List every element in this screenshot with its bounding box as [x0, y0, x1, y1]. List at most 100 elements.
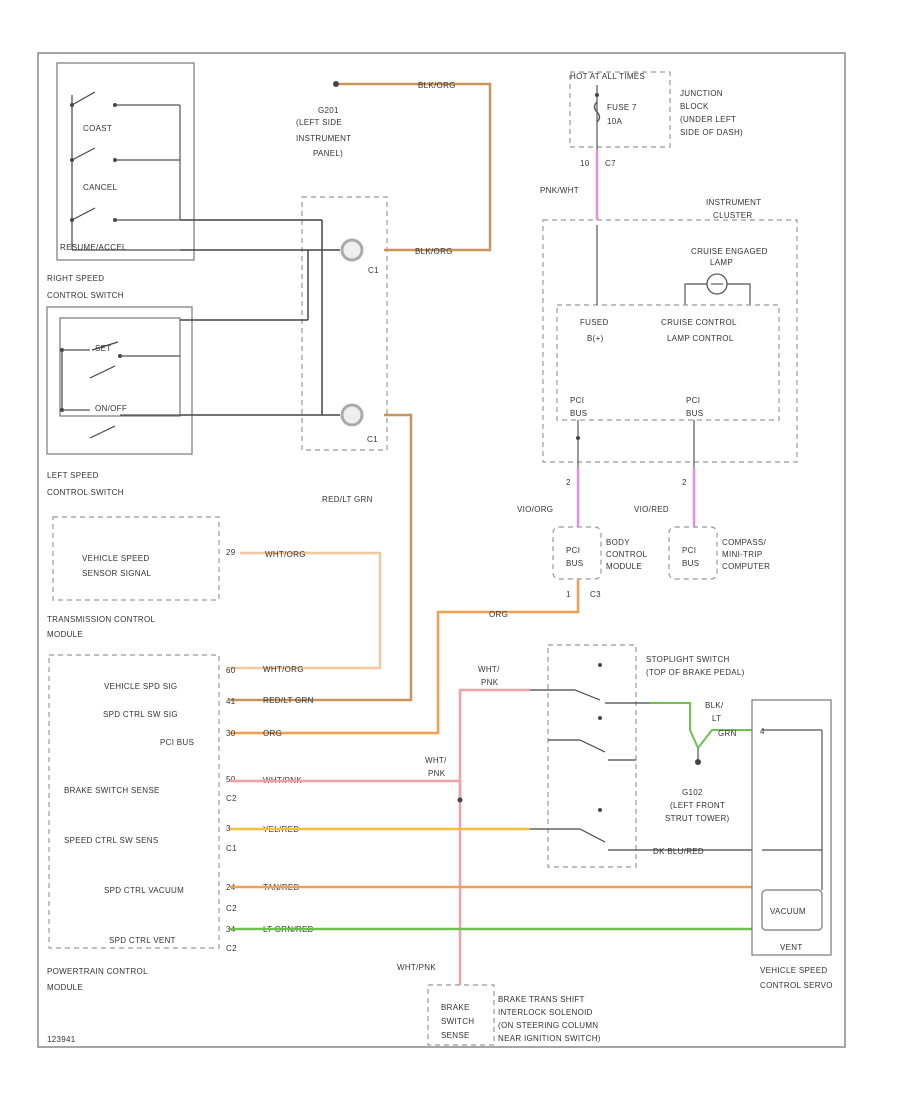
pnk-wht-label: PNK/WHT [540, 186, 579, 195]
ctm-pci-label-2: BUS [682, 559, 699, 568]
c1-bottom-label: C1 [367, 435, 378, 444]
transmission-control-module-box [52, 516, 220, 601]
wht-pnk-label-1: WHT/ [478, 665, 500, 674]
pin-50-label: 50 [226, 775, 236, 784]
coast-label: COAST [83, 124, 112, 133]
g201-label-4: PANEL) [313, 149, 343, 158]
org-pci-wire [230, 579, 580, 735]
right-speed-control-switch-box [56, 62, 195, 261]
servo-pin-label: 4 [760, 727, 765, 736]
btsi-label-3: (ON STEERING COLUMN [498, 1021, 598, 1030]
corner-id-label: 123941 [47, 1035, 76, 1044]
instrument-cluster-label-2: CLUSTER [713, 211, 752, 220]
c3-label: C3 [590, 590, 601, 599]
brake-sense-label-3: SENSE [441, 1031, 470, 1040]
blk-lt-grn-label-1: BLK/ [705, 701, 724, 710]
c3-pin-label: 1 [566, 590, 571, 599]
wht-pnk-label-2: WHT/ [425, 756, 447, 765]
bcm-label-1: BODY [606, 538, 630, 547]
cluster-inner-box [556, 304, 780, 421]
pnk-label-2: PNK [428, 769, 446, 778]
cancel-label: CANCEL [83, 183, 118, 192]
resume-accel-label: RESUME/ACCEL [60, 243, 127, 252]
left-switch-label-1: LEFT SPEED [47, 471, 99, 480]
fused-label-2: B(+) [587, 334, 604, 343]
servo-label-2: CONTROL SERVO [760, 981, 833, 990]
spd-ctrl-sw-sig-label: SPD CTRL SW SIG [103, 710, 178, 719]
pci-label-1: PCI [570, 396, 584, 405]
red-lt-grn-wire [230, 413, 413, 702]
stoplight-contacts [530, 663, 752, 851]
set-label: SET [95, 344, 111, 353]
pin-30-label: 30 [226, 729, 236, 738]
c1-top-label: C1 [368, 266, 379, 275]
instrument-cluster-label-1: INSTRUMENT [706, 198, 761, 207]
blk-lt-grn-label-3: GRN [718, 729, 737, 738]
right-switch-label-2: CONTROL SWITCH [47, 291, 124, 300]
g201-label-2: (LEFT SIDE [296, 118, 342, 127]
brake-sense-label-1: BRAKE [441, 1003, 470, 1012]
pci-bus-label: PCI BUS [160, 738, 194, 747]
speed-control-servo-box [751, 699, 832, 956]
on-off-label: ON/OFF [95, 404, 127, 413]
wht-org-wire [230, 551, 382, 670]
instrument-cluster-box [542, 219, 798, 463]
blk-org-top-label: BLK/ORG [418, 81, 456, 90]
pci-label-4: BUS [686, 409, 703, 418]
bcm-label-2: CONTROL [606, 550, 647, 559]
ctm-pci-label-1: PCI [682, 546, 696, 555]
c2b-label: C2 [226, 904, 237, 913]
g102-label-3: STRUT TOWER) [665, 814, 730, 823]
vss-label-1: VEHICLE SPEED [82, 554, 149, 563]
fused-label-1: FUSED [580, 318, 609, 327]
blk-org-wire [339, 82, 492, 252]
red-lt-grn-label: RED/LT GRN [322, 495, 373, 504]
fuse-symbol [593, 101, 601, 123]
pin-60-label: 60 [226, 666, 236, 675]
switch-to-connector-wires [180, 219, 340, 416]
pcm-label-1: POWERTRAIN CONTROL [47, 967, 148, 976]
pin-2a-label: 2 [566, 478, 571, 487]
speed-ctrl-sw-sense-label: SPEED CTRL SW SENS [64, 836, 158, 845]
servo-label-1: VEHICLE SPEED [760, 966, 827, 975]
blk-lt-grn-label-2: LT [712, 714, 721, 723]
blk-lt-grn-wire [650, 702, 699, 749]
spd-ctrl-vent-label: SPD CTRL VENT [109, 936, 176, 945]
bcm-pci-label-1: PCI [566, 546, 580, 555]
vss-label-2: SENSOR SIGNAL [82, 569, 152, 578]
veh-spd-sig-label: VEHICLE SPD SIG [104, 682, 177, 691]
wire-red-lt-grn-label: RED/LT GRN [263, 696, 314, 705]
vacuum-label: VACUUM [770, 907, 806, 916]
stoplight-switch-label-2: (TOP OF BRAKE PEDAL) [646, 668, 745, 677]
junction-label-4: SIDE OF DASH) [680, 128, 743, 137]
pcm-label-2: MODULE [47, 983, 83, 992]
wht-pnk-riser [458, 688, 530, 800]
cruise-engaged-label: CRUISE ENGAGED [691, 247, 768, 256]
ccl-label-2: LAMP CONTROL [667, 334, 734, 343]
junction-label-3: (UNDER LEFT [680, 115, 736, 124]
right-switch-label-1: RIGHT SPEED [47, 274, 104, 283]
pnk-label-1: PNK [481, 678, 499, 687]
spd-ctrl-vacuum-label: SPD CTRL VACUUM [104, 886, 184, 895]
stoplight-switch-box [547, 644, 637, 868]
org-label: ORG [489, 610, 508, 619]
vio-red-label: VIO/RED [634, 505, 669, 514]
compass-computer-box [668, 526, 718, 580]
lamp-label: LAMP [710, 258, 733, 267]
dk-blu-red-label: DK BLU/RED [653, 847, 704, 856]
pci-label-3: PCI [686, 396, 700, 405]
wire-wht-org-label: WHT/ORG [263, 665, 304, 674]
vio-org-label: VIO/ORG [517, 505, 553, 514]
ctm-label-3: COMPUTER [722, 562, 770, 571]
vent-label: VENT [780, 943, 803, 952]
bcm-label-3: MODULE [606, 562, 642, 571]
junction-label-1: JUNCTION [680, 89, 723, 98]
fuse-amp-label: 10A [607, 117, 622, 126]
c7-pin-label: 10 [580, 159, 590, 168]
btsi-label-2: INTERLOCK SOLENOID [498, 1008, 593, 1017]
pin-3-label: 3 [226, 824, 231, 833]
brake-sw-sense-label: BRAKE SWITCH SENSE [64, 786, 160, 795]
c1-pcm-label: C1 [226, 844, 237, 853]
bcm-pci-label-2: BUS [566, 559, 583, 568]
